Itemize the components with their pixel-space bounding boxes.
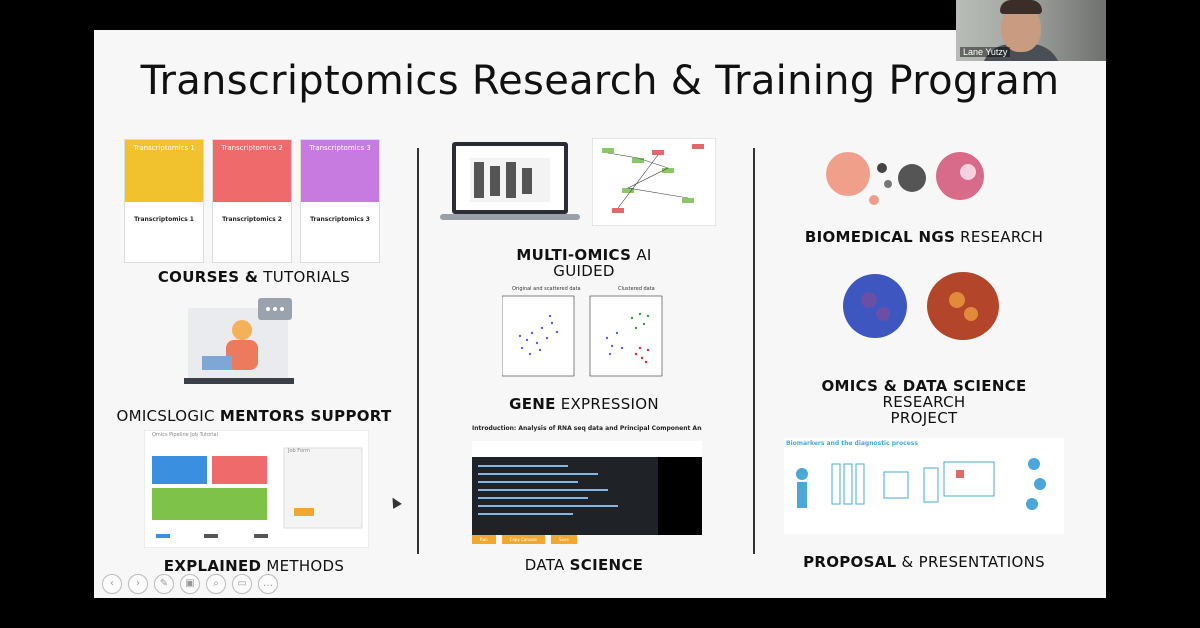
save-button[interactable]: Save	[550, 535, 577, 544]
course-card-3: Transcriptomics 3 Transcriptomics 3	[300, 139, 380, 263]
scatter-title-1: Original and scattered data	[512, 286, 581, 292]
methods-title: Omics Pipeline Job Tutorial	[152, 432, 218, 438]
copy-console-button[interactable]: Copy Console	[501, 535, 545, 544]
diagnostic-process-diagram	[784, 438, 1064, 534]
scatter-title-2: Clustered data	[618, 286, 655, 292]
column-divider-right	[753, 148, 755, 554]
tumor-illustration	[843, 272, 999, 340]
methods-side-title: Job Form	[288, 448, 310, 454]
course-card-2: Transcriptomics 2 Transcriptomics 2	[212, 139, 292, 263]
slides-icon[interactable]: ▣	[180, 574, 200, 594]
scatter-plots	[502, 295, 663, 377]
presentation-toolbar: ‹ › ✎ ▣ ⌕ ▭ …	[102, 574, 278, 594]
slide-title: Transcriptomics Research & Training Prog…	[140, 58, 1060, 104]
code-panel-heading: Introduction: Analysis of RNA seq data a…	[472, 425, 702, 432]
methods-screenshot	[144, 430, 369, 548]
cells-illustration	[826, 152, 984, 205]
diagnostic-title: Biomarkers and the diagnostic process	[786, 440, 918, 447]
next-slide-icon[interactable]: ›	[128, 574, 148, 594]
mouse-cursor	[388, 495, 402, 509]
zoom-icon[interactable]: ⌕	[206, 574, 226, 594]
participant-name: Lane Yutzy	[960, 47, 1011, 57]
caption-gene-expression: GENE EXPRESSION	[509, 395, 659, 413]
code-panel-buttons: Run Copy Console Save	[472, 535, 577, 544]
previous-slide-icon[interactable]: ‹	[102, 574, 122, 594]
course-card-1: Transcriptomics 1 Transcriptomics 1	[124, 139, 204, 263]
course-name: Transcriptomics 2	[222, 216, 282, 223]
caption-ngs: BIOMEDICAL NGS RESEARCH	[804, 228, 1044, 246]
caption-mentors: OMICSLOGIC MENTORS SUPPORT	[116, 407, 392, 425]
more-options-icon[interactable]: …	[258, 574, 278, 594]
course-name: Transcriptomics 1	[134, 216, 194, 223]
participant-video: Lane Yutzy	[956, 0, 1106, 61]
pen-icon[interactable]: ✎	[154, 574, 174, 594]
caption-courses: COURSES & TUTORIALS	[157, 268, 351, 286]
laptop-screenshot	[440, 142, 580, 220]
column-divider-left	[417, 148, 419, 554]
presentation-slide: Transcriptomics Research & Training Prog…	[94, 30, 1106, 598]
course-name: Transcriptomics 3	[310, 216, 370, 223]
caption-methods: EXPLAINED METHODS	[163, 557, 345, 575]
subtitles-icon[interactable]: ▭	[232, 574, 252, 594]
code-panel	[472, 441, 702, 535]
caption-proposal: PROPOSAL & PRESENTATIONS	[803, 553, 1045, 571]
pathway-diagram	[592, 138, 716, 226]
mentor-illustration	[184, 298, 294, 384]
run-button[interactable]: Run	[472, 535, 496, 544]
caption-data-science: DATA SCIENCE	[524, 556, 644, 574]
